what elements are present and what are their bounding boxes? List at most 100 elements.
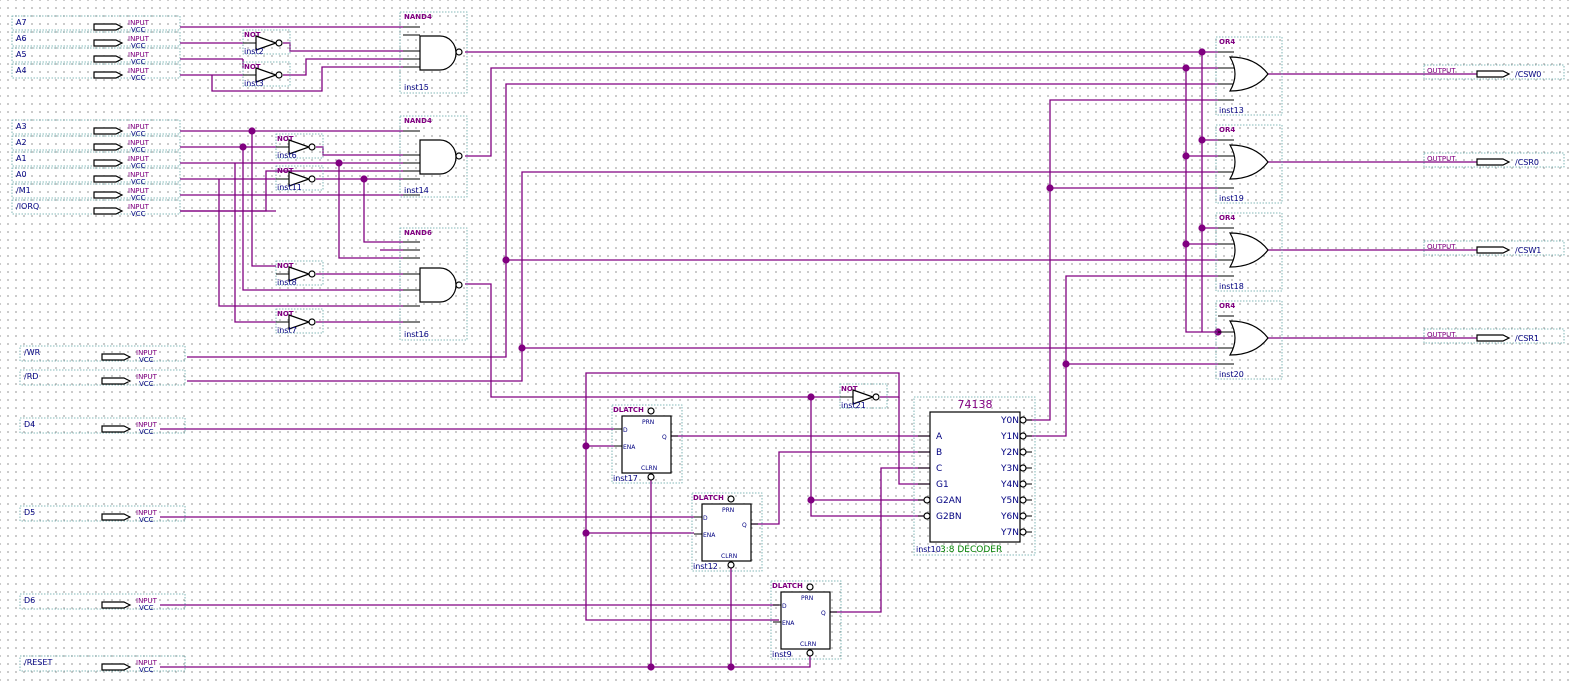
- input-name: A4: [16, 66, 27, 75]
- input-default: VCC: [131, 210, 146, 218]
- input-type: INPUT: [128, 123, 150, 131]
- input-name: /RD: [24, 372, 38, 381]
- gate-type: OR4: [1219, 38, 1235, 46]
- input-default: VCC: [139, 516, 154, 524]
- gate-type: NOT: [244, 31, 261, 39]
- gate-type: DLATCH: [693, 494, 724, 502]
- decoder-title: 74138: [958, 398, 993, 411]
- decoder-pin-y0n: Y0N: [1000, 416, 1019, 426]
- input-name: D4: [24, 420, 35, 429]
- inst-label: inst20: [1219, 370, 1244, 379]
- input-default: VCC: [131, 74, 146, 82]
- input-type: INPUT: [136, 597, 158, 605]
- input-default: VCC: [131, 194, 146, 202]
- input-name: A7: [16, 18, 27, 27]
- input-type: INPUT: [128, 51, 150, 59]
- output-pin-ncsw1[interactable]: OUTPUT/CSW1: [1423, 240, 1565, 256]
- output-pin-ncsr1[interactable]: OUTPUT/CSR1: [1423, 328, 1565, 344]
- input-type: INPUT: [128, 187, 150, 195]
- inst-label: inst6: [277, 151, 297, 160]
- gate-type: OR4: [1219, 302, 1235, 310]
- output-name: /CSW1: [1515, 246, 1541, 255]
- input-name: A0: [16, 170, 27, 179]
- decoder-pin-y4n: Y4N: [1000, 480, 1019, 490]
- prn-label: PRN: [722, 507, 734, 514]
- inst-label: inst12: [693, 562, 718, 571]
- nand6-inst16[interactable]: NAND6 inst16: [399, 227, 468, 341]
- nand4-inst14[interactable]: NAND4 inst14: [399, 115, 468, 198]
- input-name: A2: [16, 138, 27, 147]
- decoder-pin-y3n: Y3N: [1000, 464, 1019, 474]
- input-default: VCC: [139, 428, 154, 436]
- input-type: INPUT: [136, 421, 158, 429]
- input-type: INPUT: [136, 659, 158, 667]
- not-gates: NOTinst2NOTinst3NOTinst6NOTinst11NOTinst…: [242, 29, 888, 410]
- output-name: /CSR0: [1515, 158, 1539, 167]
- input-name: A5: [16, 50, 27, 59]
- prn-label: PRN: [801, 595, 813, 602]
- input-type: INPUT: [128, 203, 150, 211]
- d-label: D: [782, 603, 787, 610]
- nand4-inst15[interactable]: NAND4 inst15: [399, 11, 468, 94]
- output-pin-ncsw0[interactable]: OUTPUT/CSW0: [1423, 64, 1565, 80]
- output-type: OUTPUT: [1427, 243, 1456, 251]
- input-name: /M1: [16, 186, 31, 195]
- input-name: D5: [24, 508, 35, 517]
- gate-type: NOT: [277, 310, 294, 318]
- decoder-pin-g2bn: G2BN: [936, 512, 962, 522]
- input-name: /WR: [24, 348, 41, 357]
- input-name: A6: [16, 34, 27, 43]
- gate-type: DLATCH: [613, 406, 644, 414]
- d-label: D: [623, 427, 628, 434]
- inst-label: inst18: [1219, 282, 1244, 291]
- decoder-pin-c: C: [936, 464, 942, 474]
- or4-gate-inst13[interactable]: OR4 inst13: [1215, 36, 1283, 116]
- output-pin-ncsr0[interactable]: OUTPUT/CSR0: [1423, 152, 1565, 168]
- or4-gate-inst20[interactable]: OR4 inst20: [1215, 300, 1283, 380]
- output-type: OUTPUT: [1427, 331, 1456, 339]
- input-name: A1: [16, 154, 27, 163]
- input-name: /RESET: [24, 658, 52, 667]
- not-gate-inst2[interactable]: NOT inst2: [242, 29, 291, 56]
- decoder-pin-y2n: Y2N: [1000, 448, 1019, 458]
- inst-label: inst2: [244, 47, 264, 56]
- decoder-pin-g1: G1: [936, 480, 949, 490]
- gate-type: NAND4: [404, 117, 432, 125]
- inst-label: inst13: [1219, 106, 1244, 115]
- inst-label: inst15: [404, 83, 429, 92]
- gate-type: NOT: [277, 167, 294, 175]
- junction-dots: [239, 48, 1222, 671]
